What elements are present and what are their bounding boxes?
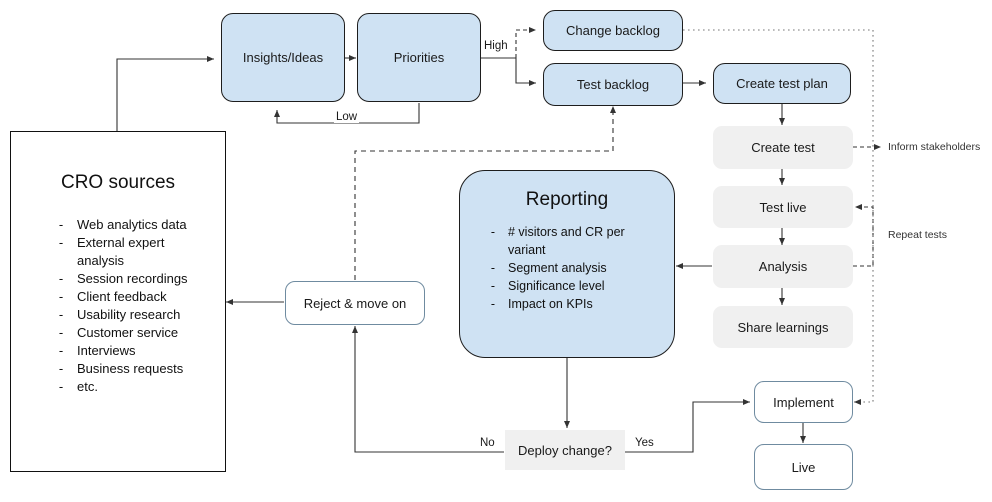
bullet-dash: - — [490, 261, 496, 275]
list-item: - External expert analysis — [45, 234, 213, 270]
list-item: - Session recordings — [45, 270, 213, 288]
node-label: Implement — [773, 394, 834, 410]
bullet-dash: - — [490, 225, 496, 239]
bullet-dash: - — [58, 325, 64, 340]
list-item: - Business requests — [45, 360, 213, 378]
node-priorities[interactable]: Priorities — [357, 13, 481, 102]
reporting-title: Reporting — [525, 189, 609, 210]
list-item-label: Customer service — [77, 325, 179, 340]
bullet-dash: - — [58, 271, 64, 286]
edge-label-yes: Yes — [633, 437, 656, 449]
list-item: - Interviews — [45, 342, 213, 360]
node-label: Create test — [751, 140, 815, 155]
list-item-label: External expert analysis — [77, 235, 165, 268]
node-label: Deploy change? — [518, 442, 612, 458]
edge-repeat-tests-loop — [853, 204, 874, 267]
list-item: - Significance level — [478, 277, 660, 295]
list-item-label: Segment analysis — [508, 261, 607, 275]
list-item-label: Session recordings — [77, 271, 188, 286]
bullet-dash: - — [490, 279, 496, 293]
node-label: Live — [791, 459, 816, 475]
node-label: Analysis — [758, 259, 808, 274]
node-share-learnings[interactable]: Share learnings — [713, 306, 853, 348]
bullet-dash: - — [490, 297, 496, 311]
list-item-label: Interviews — [77, 343, 136, 358]
edge-change-backlog-to-implement — [683, 29, 874, 405]
list-item-label: Business requests — [77, 361, 184, 376]
node-create-test-plan[interactable]: Create test plan — [713, 63, 851, 104]
bullet-dash: - — [58, 379, 64, 394]
node-label: Share learnings — [737, 319, 829, 335]
list-item-label: Client feedback — [77, 289, 167, 304]
node-deploy-change[interactable]: Deploy change? — [505, 430, 625, 470]
node-live[interactable]: Live — [754, 444, 853, 490]
list-item-label: Significance level — [508, 279, 605, 293]
list-item-label: etc. — [77, 379, 98, 394]
node-create-test[interactable]: Create test — [713, 126, 853, 169]
edge-deploy-no-to-reject — [352, 326, 504, 453]
list-item: - Client feedback — [45, 288, 213, 306]
node-label: Reject & move on — [303, 295, 407, 311]
edge-priorities-to-test-backlog — [515, 58, 536, 86]
cro-sources-list: - Web analytics data - External expert a… — [23, 216, 213, 396]
list-item: - Segment analysis — [478, 259, 660, 277]
edge-label-no: No — [478, 437, 497, 449]
bullet-dash: - — [58, 289, 64, 304]
node-test-backlog[interactable]: Test backlog — [543, 63, 683, 106]
edge-label-low: Low — [334, 111, 360, 123]
node-reject-move-on[interactable]: Reject & move on — [285, 281, 425, 325]
node-change-backlog[interactable]: Change backlog — [543, 10, 683, 51]
list-item-label: Impact on KPIs — [508, 297, 593, 311]
list-item: - # visitors and CR per variant — [478, 223, 660, 259]
reporting-list: - # visitors and CR per variant - Segmen… — [474, 223, 660, 313]
bullet-dash: - — [58, 361, 64, 376]
node-implement[interactable]: Implement — [754, 381, 853, 423]
bullet-dash: - — [58, 307, 64, 322]
list-item-label: Web analytics data — [77, 217, 187, 232]
node-test-live[interactable]: Test live — [713, 186, 853, 228]
list-item-label: # visitors and CR per variant — [508, 225, 625, 257]
node-label: Test backlog — [576, 77, 650, 92]
cro-sources-title: CRO sources — [60, 172, 176, 193]
list-item: - etc. — [45, 378, 213, 396]
node-label: Priorities — [393, 50, 445, 65]
annotation-inform-stakeholders: Inform stakeholders — [888, 141, 981, 153]
bullet-dash: - — [58, 235, 64, 250]
list-item: - Usability research — [45, 306, 213, 324]
edge-priorities-low-to-insights — [274, 103, 420, 124]
list-item: - Impact on KPIs — [478, 295, 660, 313]
node-reporting[interactable]: Reporting - # visitors and CR per varian… — [459, 170, 675, 358]
node-analysis[interactable]: Analysis — [713, 245, 853, 288]
edge-cro-to-insights — [116, 56, 214, 131]
node-label: Insights/Ideas — [242, 50, 324, 65]
annotation-repeat-tests: Repeat tests — [888, 229, 947, 241]
edge-reject-back-to-test-backlog — [354, 106, 616, 280]
edge-high-to-change-backlog — [515, 27, 536, 58]
list-item: - Customer service — [45, 324, 213, 342]
node-label: Create test plan — [736, 76, 828, 91]
list-item: - Web analytics data — [45, 216, 213, 234]
bullet-dash: - — [58, 343, 64, 358]
edge-label-high: High — [482, 40, 510, 52]
list-item-label: Usability research — [77, 307, 181, 322]
cro-sources-box: CRO sources - Web analytics data - Exter… — [10, 131, 226, 472]
bullet-dash: - — [58, 217, 64, 232]
node-label: Change backlog — [566, 23, 660, 38]
node-label: Test live — [759, 199, 807, 215]
edge-deploy-yes-to-implement — [625, 399, 750, 453]
node-insights-ideas[interactable]: Insights/Ideas — [221, 13, 345, 102]
